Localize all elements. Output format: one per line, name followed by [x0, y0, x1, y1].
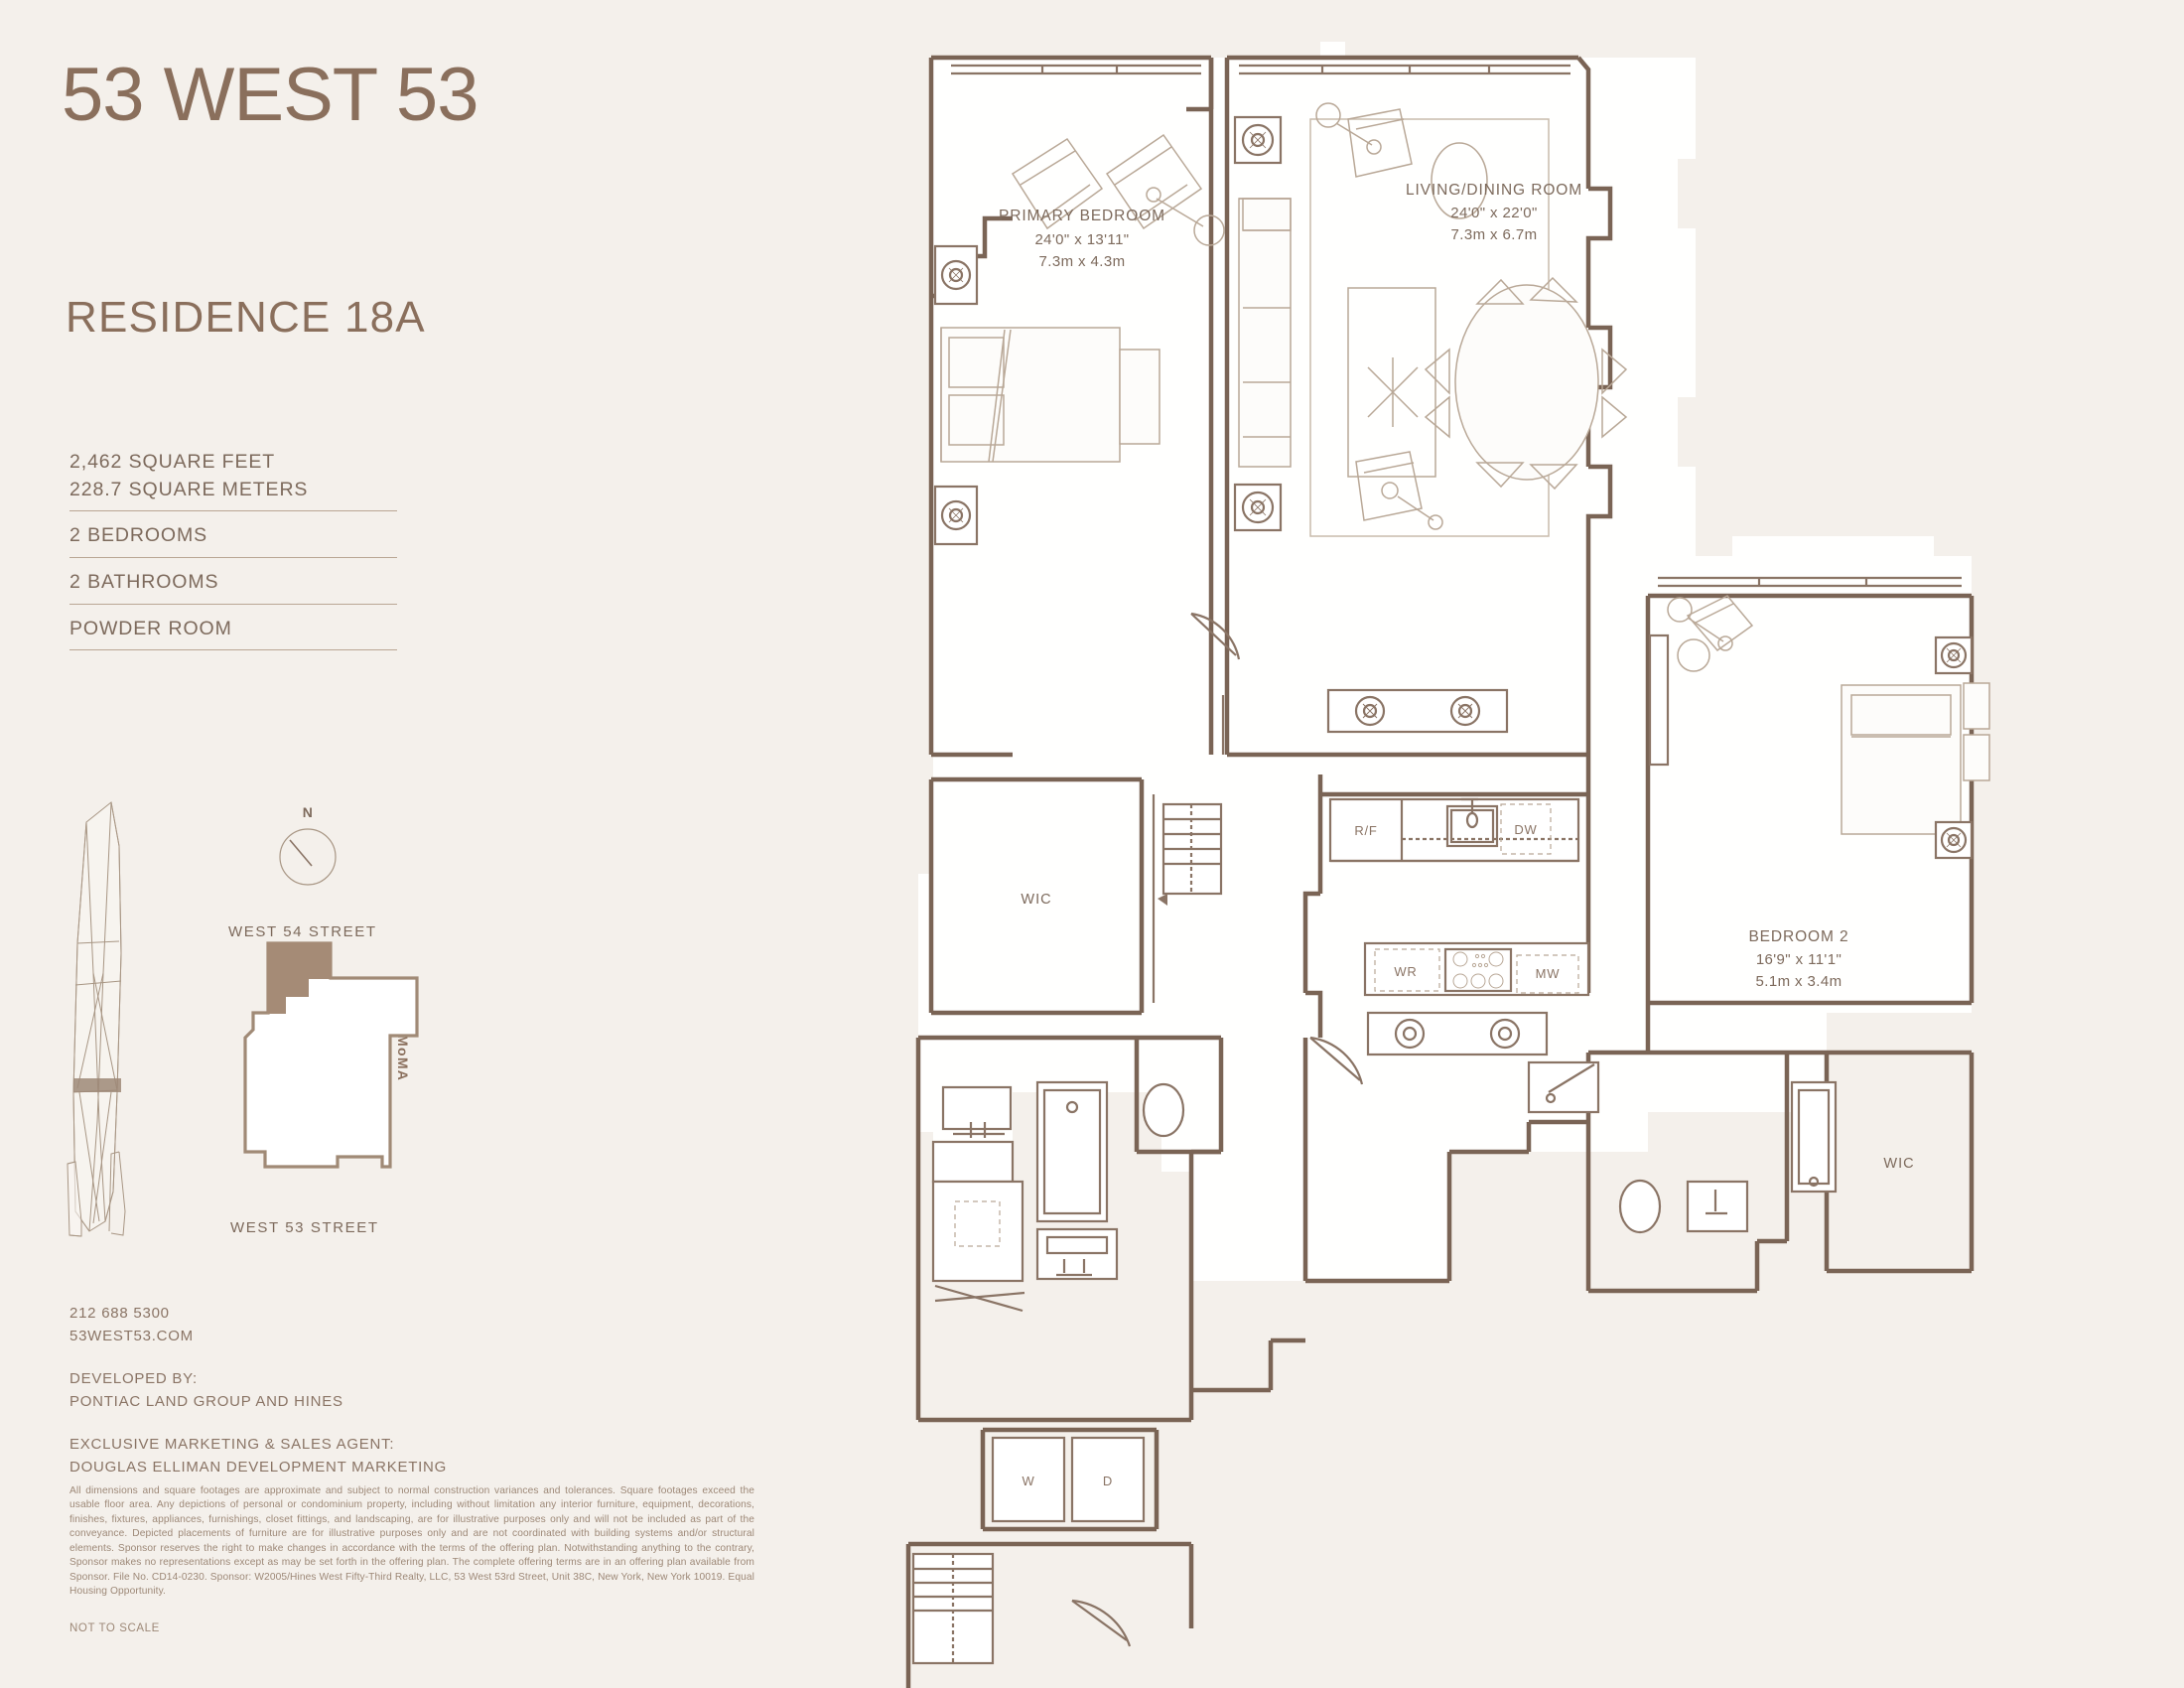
room-dim-ft-bedroom-2: 16'9" x 11'1"	[1756, 951, 1842, 968]
brand-logo-text: 53 WEST 53	[62, 53, 478, 137]
appliance-label-refrigerator: R/F	[1354, 823, 1377, 838]
contact-group-agent: EXCLUSIVE MARKETING & SALES AGENT: DOUGL…	[69, 1434, 447, 1478]
spec-row-bedrooms: 2 BEDROOMS	[69, 522, 397, 559]
compass-north-label: N	[302, 804, 314, 820]
spec-bedrooms: 2 BEDROOMS	[69, 524, 208, 547]
room-labels: PRIMARY BEDROOM 24'0" x 13'11" 7.3m x 4.…	[999, 182, 1848, 990]
neighbor-label-moma: MoMA	[395, 1035, 411, 1082]
room-dim-ft-primary-bedroom: 24'0" x 13'11"	[1034, 231, 1129, 248]
room-dim-ft-living-dining: 24'0" x 22'0"	[1450, 205, 1537, 221]
spec-row-bathrooms: 2 BATHROOMS	[69, 569, 397, 605]
agent-label: EXCLUSIVE MARKETING & SALES AGENT:	[69, 1436, 395, 1453]
room-label-bedroom-2: BEDROOM 2	[1748, 928, 1848, 945]
spec-square-feet: 2,462 SQUARE FEET	[69, 451, 276, 473]
room-label-primary-bedroom: PRIMARY BEDROOM	[999, 208, 1165, 224]
spec-powder-room: POWDER ROOM	[69, 617, 232, 639]
page-title: RESIDENCE 18A	[66, 293, 426, 342]
spec-bathrooms: 2 BATHROOMS	[69, 571, 219, 594]
specs-list: 2,462 SQUARE FEET 228.7 SQUARE METERS 2 …	[69, 449, 397, 651]
floor-plan: .w { stroke:#7a6455; stroke-width:4.5; f…	[893, 0, 2184, 1688]
developed-by-label: DEVELOPED BY:	[69, 1370, 198, 1387]
plan-drawing: R/F DW WR MW	[893, 0, 2184, 1688]
appliance-label-washer: W	[1022, 1474, 1034, 1488]
room-label-living-dining: LIVING/DINING ROOM	[1406, 182, 1582, 199]
compass: N	[268, 804, 347, 894]
site-plan-diagram	[213, 918, 472, 1236]
agent-value: DOUGLAS ELLIMAN DEVELOPMENT MARKETING	[69, 1458, 448, 1476]
website-url[interactable]: 53WEST53.COM	[69, 1327, 194, 1344]
appliance-label-wine-refrigerator: WR	[1394, 964, 1417, 979]
closet-label-wic-primary: WIC	[1021, 892, 1051, 908]
room-dim-m-living-dining: 7.3m x 6.7m	[1451, 226, 1538, 243]
street-label-south: WEST 53 STREET	[230, 1219, 379, 1236]
info-panel: 53 WEST 53 RESIDENCE 18A 2,462 SQUARE FE…	[0, 0, 893, 1688]
appliance-label-microwave: MW	[1536, 966, 1561, 981]
tower-illustration	[60, 794, 169, 1241]
street-label-north: WEST 54 STREET	[228, 923, 377, 940]
spec-square-meters: 228.7 SQUARE METERS	[69, 478, 309, 500]
appliance-label-dryer: D	[1103, 1474, 1113, 1488]
contact-group-primary: 212 688 5300 53WEST53.COM	[69, 1303, 447, 1347]
closet-label-wic-bedroom2: WIC	[1883, 1156, 1914, 1172]
room-dim-m-primary-bedroom: 7.3m x 4.3m	[1039, 253, 1126, 270]
legal-disclaimer: All dimensions and square footages are a…	[69, 1485, 754, 1598]
room-dim-m-bedroom-2: 5.1m x 3.4m	[1756, 973, 1843, 990]
developed-by-value: PONTIAC LAND GROUP AND HINES	[69, 1392, 343, 1410]
not-to-scale-note: NOT TO SCALE	[69, 1622, 160, 1634]
spec-row-area: 2,462 SQUARE FEET 228.7 SQUARE METERS	[69, 449, 397, 512]
contact-group-developer: DEVELOPED BY: PONTIAC LAND GROUP AND HIN…	[69, 1368, 447, 1413]
spec-row-powder-room: POWDER ROOM	[69, 616, 397, 651]
brand-logo: 53 WEST 53	[62, 52, 478, 138]
contact-block: 212 688 5300 53WEST53.COM DEVELOPED BY: …	[69, 1303, 447, 1478]
phone-number[interactable]: 212 688 5300	[69, 1305, 170, 1322]
appliance-label-dishwasher: DW	[1514, 822, 1537, 837]
